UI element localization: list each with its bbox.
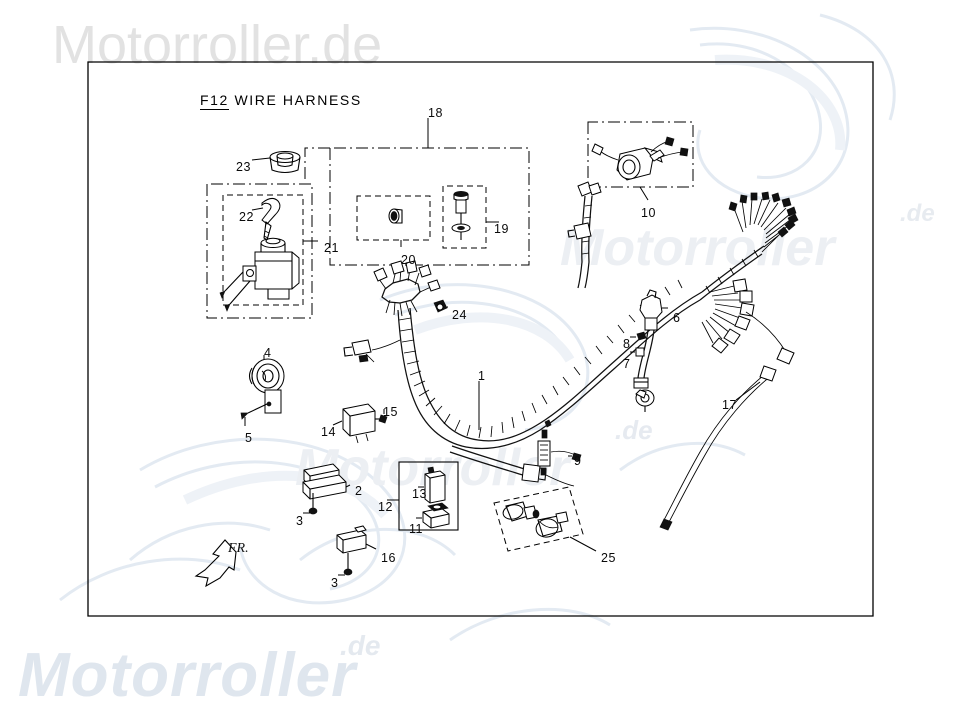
part-4-horn xyxy=(240,355,285,426)
part-14-cdi-unit xyxy=(332,403,388,444)
group-10-switch-assembly xyxy=(587,121,694,201)
callout-handlebar-switch-assembly: 10 xyxy=(641,206,656,220)
page-title-code: F12 xyxy=(200,92,229,110)
callout-rubber-pad: 2 xyxy=(355,484,363,498)
callout-wire-harness-main: 1 xyxy=(478,369,486,383)
callout-clip: 8 xyxy=(623,337,631,351)
callout-ignition-switch: 21 xyxy=(324,241,339,255)
part-24-harness-clip xyxy=(433,299,448,313)
part-23-grommet xyxy=(251,151,301,174)
callout-grommet: 23 xyxy=(236,160,251,174)
callout-bulb-socket-set: 25 xyxy=(601,551,616,565)
callout-regulator-rectifier: 16 xyxy=(381,551,396,565)
part-16-regulator xyxy=(336,525,377,576)
callout-ignition-switch-set: 18 xyxy=(428,106,443,120)
group-ignition-switch-21 xyxy=(206,183,318,319)
callout-cdi-bolt: 15 xyxy=(383,405,398,419)
fr-direction-arrow xyxy=(194,539,237,588)
part-22-key xyxy=(251,197,281,241)
callout-clamp: 7 xyxy=(623,357,631,371)
callout-starter-relay: 13 xyxy=(412,487,427,501)
part-9-connector-block xyxy=(537,419,582,487)
part-1-wire-harness xyxy=(343,181,799,483)
page-title-text: WIRE HARNESS xyxy=(234,92,362,108)
callout-key: 22 xyxy=(239,210,254,224)
callout-lock-bush: 20 xyxy=(401,253,416,267)
callout-cdi-unit: 14 xyxy=(321,425,336,439)
callout-horn-bolt: 5 xyxy=(245,431,253,445)
group-25-bulb-set xyxy=(493,486,597,552)
callout-screw: 3 xyxy=(331,576,339,590)
callout-seat-lock-cylinder: 19 xyxy=(494,222,509,236)
callout-spark-plug-cap: 6 xyxy=(673,311,681,325)
group-20-bush xyxy=(356,195,431,247)
part-2-rubber-pad xyxy=(302,463,351,515)
part-17-earth-cable xyxy=(659,365,777,531)
group-ignition-switch-set-18 xyxy=(304,118,530,266)
sheet-border xyxy=(87,61,874,617)
fr-label: FR. xyxy=(228,541,249,556)
page-title: F12 WIRE HARNESS xyxy=(200,92,362,110)
callout-harness-clip: 24 xyxy=(452,308,467,322)
group-12-relay-set xyxy=(387,461,459,531)
callout-flasher-relay: 11 xyxy=(409,522,423,536)
callout-connector-block: 9 xyxy=(574,454,582,468)
callout-earth-cable: 17 xyxy=(722,398,737,412)
callout-horn: 4 xyxy=(264,346,272,360)
group-19-seat-lock xyxy=(442,185,499,249)
callout-relay-set: 12 xyxy=(378,500,393,514)
part-6-spark-plug-cap xyxy=(630,289,668,412)
callout-screw: 3 xyxy=(296,514,304,528)
part-ignition-switch-body xyxy=(219,237,300,312)
